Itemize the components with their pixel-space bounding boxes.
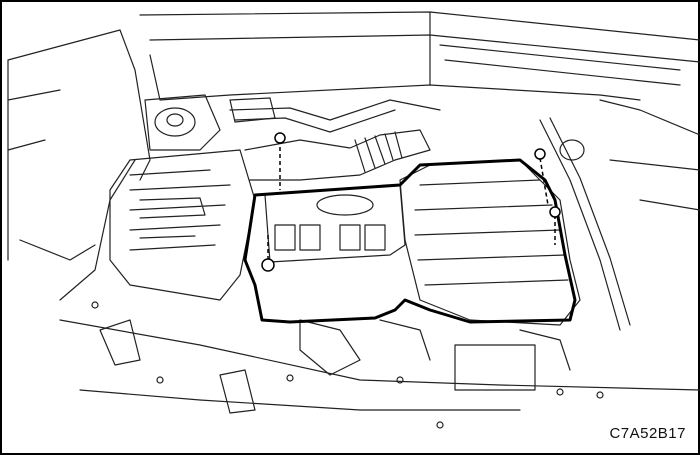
figure-code-label: C7A52B17	[609, 425, 686, 442]
radiator-support	[59, 319, 700, 411]
intake-duct	[244, 129, 431, 181]
cover-bolt-1	[274, 132, 286, 144]
left-strut-mount-inner	[166, 113, 184, 127]
cowl-panel	[139, 11, 700, 101]
cover-bolt-3	[549, 206, 561, 218]
air-cleaner-box	[109, 149, 256, 301]
right-fender	[599, 99, 700, 211]
cowl-vent-lines	[429, 11, 681, 86]
brake-master-cylinder	[229, 97, 276, 123]
engine-cover-highlight-outline	[243, 158, 577, 324]
throttle-body	[316, 194, 374, 216]
left-fender	[7, 29, 151, 301]
left-strut-mount	[154, 107, 196, 137]
cover-bolt-2	[534, 148, 546, 160]
lower-engine-parts	[299, 319, 571, 376]
strut-tower-outline	[144, 94, 221, 151]
battery-box	[454, 344, 536, 391]
cover-bolt-4	[261, 258, 275, 272]
air-cleaner-ribs	[129, 169, 231, 251]
reservoir-cap	[559, 139, 585, 161]
brake-lines	[229, 99, 441, 133]
manifold-runner-1	[274, 224, 296, 251]
manifold-runner-2	[299, 224, 321, 251]
bolt-leader-2	[539, 157, 549, 206]
lower-bracket-mid	[219, 369, 256, 414]
intake-duct-corrugations	[354, 131, 403, 173]
manifold-runner-4	[364, 224, 386, 251]
manifold-runner-3	[339, 224, 361, 251]
engine-cover-ribs	[414, 179, 569, 286]
left-hood-hinge	[7, 89, 96, 261]
right-hoses	[539, 117, 631, 331]
lower-bracket-left	[99, 319, 141, 366]
